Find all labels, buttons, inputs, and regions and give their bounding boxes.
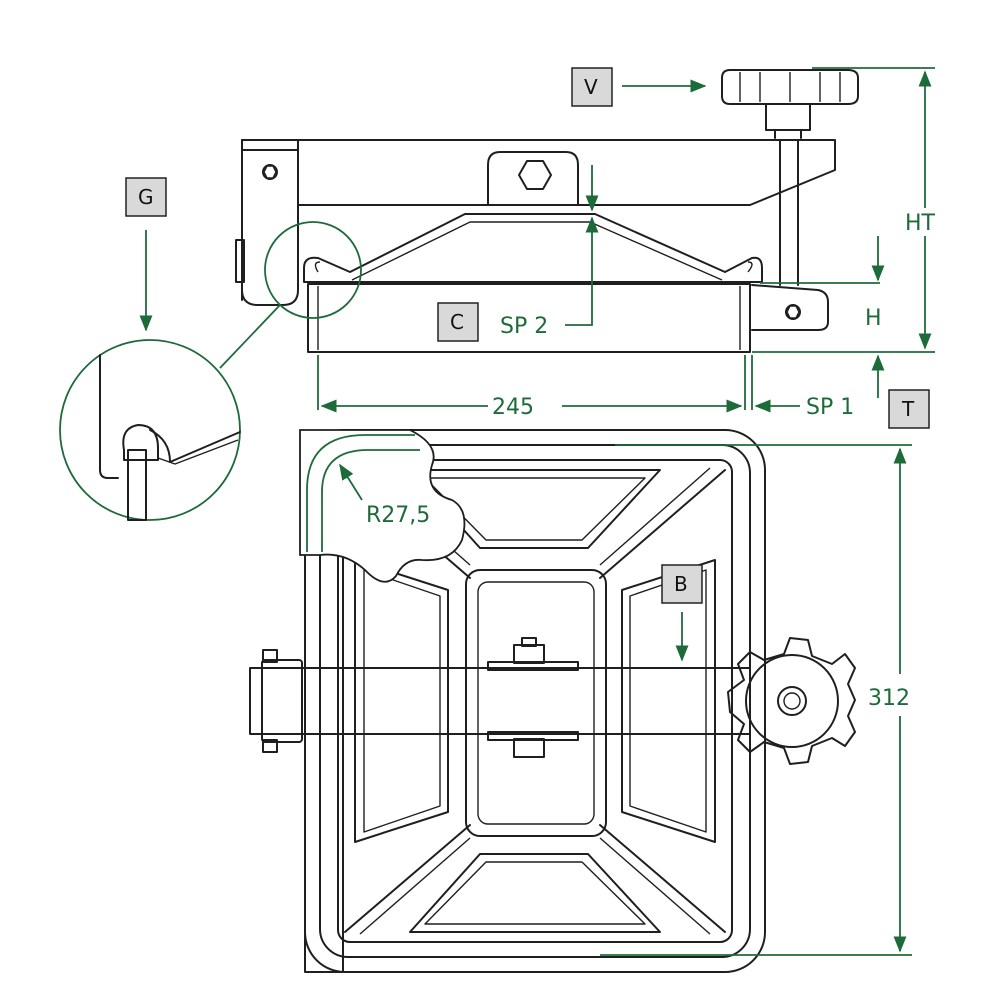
handwheel-side: [721, 69, 859, 139]
tag-v: V: [571, 67, 613, 107]
dim-radius-label: R27,5: [366, 503, 430, 528]
detail-g-content: [99, 354, 241, 521]
dim-width-label: 245: [492, 395, 534, 420]
side-view: [235, 69, 859, 353]
star-handwheel: [727, 637, 856, 765]
dim-h-label: H: [865, 306, 882, 331]
tag-t: T: [888, 389, 930, 429]
right-lug: [751, 284, 829, 331]
center-pocket: [465, 569, 607, 837]
tag-v-label: V: [584, 75, 598, 99]
hex-nut-side: [518, 160, 552, 190]
center-bracket: [487, 151, 579, 206]
tag-c-label: C: [450, 310, 464, 334]
tag-b-label: B: [674, 572, 688, 596]
tag-b: B: [661, 564, 703, 604]
yoke-bar: [241, 139, 836, 206]
dim-length-label: 312: [868, 686, 910, 711]
dimension-lines: [139, 67, 935, 956]
center-nut-bottom: [513, 738, 545, 758]
center-nut-top: [513, 644, 545, 664]
tag-g: G: [125, 177, 167, 217]
dim-ht-label: HT: [905, 211, 936, 236]
radius-outline: [306, 434, 415, 552]
detail-g-callout: [59, 221, 362, 521]
hinge-arm: [241, 149, 299, 306]
dished-cover: [303, 213, 763, 283]
tag-g-label: G: [138, 185, 154, 209]
dim-sp2-label: SP 2: [500, 314, 548, 339]
tag-c: C: [437, 302, 479, 342]
dim-sp1-label: SP 1: [806, 395, 854, 420]
top-view: [249, 429, 856, 973]
tag-t-label: T: [901, 397, 915, 421]
clamping-bar-top: [249, 667, 751, 735]
